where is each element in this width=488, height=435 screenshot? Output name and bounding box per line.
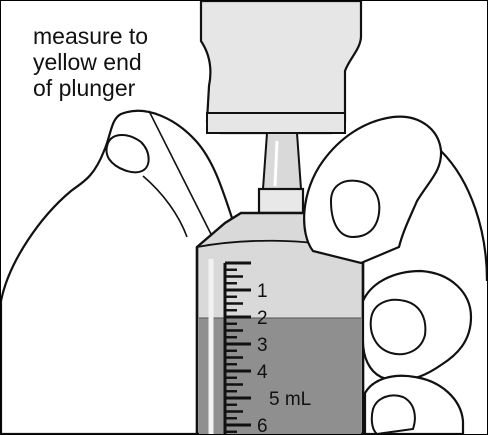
caption-line-2: yellow end	[33, 49, 142, 75]
right-ring-nail	[370, 394, 416, 434]
bottle-cap	[206, 112, 346, 134]
syringe-liquid	[199, 318, 361, 434]
syringe-tip	[257, 187, 305, 215]
right-index-nail	[329, 179, 381, 239]
syringe-scale	[223, 261, 251, 434]
scale-label: 5 mL	[269, 389, 311, 410]
scale-label: 2	[257, 308, 268, 329]
instruction-caption: measure to yellow end of plunger	[33, 23, 148, 101]
scale-label: 3	[257, 335, 268, 356]
scale-label: 6	[257, 416, 268, 434]
left-finger-crease	[142, 175, 188, 238]
pointer-line	[148, 110, 219, 249]
scale-label: 4	[257, 362, 268, 383]
bottle-adapter	[261, 132, 303, 190]
right-palm-edge	[440, 150, 487, 282]
right-middle-nail	[369, 298, 427, 356]
caption-line-1: measure to	[33, 23, 149, 49]
scale-label: 1	[257, 281, 268, 302]
syringe-scale-labels: 1 2 3 45 mL6	[257, 281, 311, 434]
caption-line-3: of plunger	[33, 75, 136, 101]
left-thumbnail	[105, 134, 150, 174]
left-hand	[1, 109, 235, 434]
